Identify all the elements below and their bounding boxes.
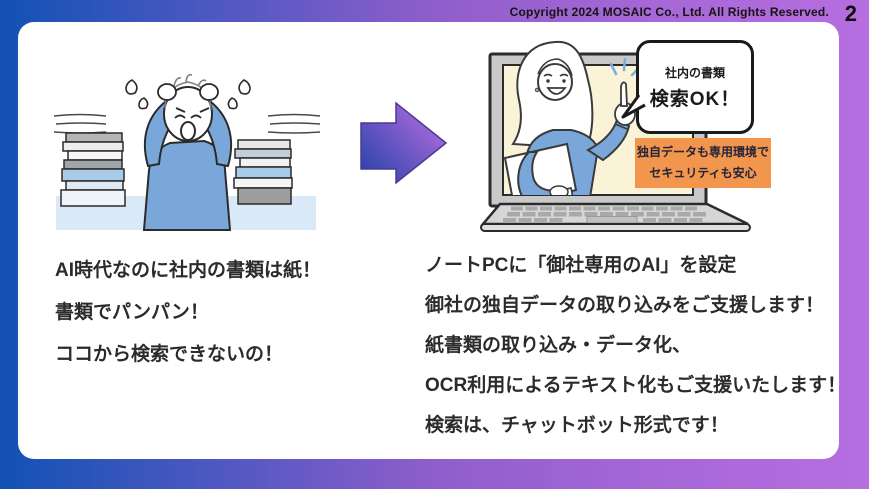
stressed-person xyxy=(125,73,251,231)
bubble-line-1: 社内の書類 xyxy=(664,65,725,80)
holding-hand xyxy=(549,185,569,195)
touchpad xyxy=(586,216,638,224)
paper-stack-right xyxy=(233,139,293,205)
solution-line: 紙書類の取り込み・データ化、 xyxy=(425,335,692,356)
speech-bubble: 社内の書類 検索OK！ xyxy=(621,40,754,134)
transform-arrow-icon xyxy=(360,101,448,185)
problem-line: AI時代なのに社内の書類は紙！ xyxy=(55,260,322,281)
speech-bubble-tail xyxy=(621,94,646,119)
paper-stack-left xyxy=(60,132,126,207)
solution-text-block: ノートPCに「御社専用のAI」を設定 御社の独自データの取り込みをご支援します！… xyxy=(425,246,846,446)
sweat-drop-icon xyxy=(125,79,251,110)
problem-line: ココから検索できないの！ xyxy=(55,344,284,365)
open-mouth xyxy=(180,121,196,141)
bubble-line-2: 検索OK！ xyxy=(649,88,741,110)
smiling-mouth xyxy=(546,87,567,95)
solution-line: ノートPCに「御社専用のAI」を設定 xyxy=(425,255,737,276)
stressed-worker-illustration xyxy=(53,73,321,231)
security-badge: 独自データも専用環境で セキュリティも安心 xyxy=(635,138,771,188)
badge-line-2: セキュリティも安心 xyxy=(649,166,757,180)
problem-line: 書類でパンパン！ xyxy=(55,302,209,323)
problem-text-block: AI時代なのに社内の書類は紙！ 書類でパンパン！ ココから検索できないの！ xyxy=(55,250,321,376)
solution-line: OCR利用によるテキスト化もご支援いたします！ xyxy=(425,375,847,396)
copyright-text: Copyright 2024 MOSAIC Co., Ltd. All Righ… xyxy=(509,5,829,19)
distressed-face xyxy=(174,107,210,119)
keyboard-keys xyxy=(503,206,706,222)
badge-line-1: 独自データも専用環境で xyxy=(636,145,769,159)
index-finger xyxy=(620,81,628,107)
earring xyxy=(534,87,540,93)
assistant-woman xyxy=(503,40,636,195)
solution-line: 御社の独自データの取り込みをご支援します！ xyxy=(425,295,825,316)
solution-line: 検索は、チャットボット形式です！ xyxy=(425,415,729,436)
hand-left xyxy=(157,83,177,101)
page-number: 2 xyxy=(844,1,857,26)
laptop-base-lip xyxy=(480,223,751,232)
hand-right xyxy=(199,83,219,101)
